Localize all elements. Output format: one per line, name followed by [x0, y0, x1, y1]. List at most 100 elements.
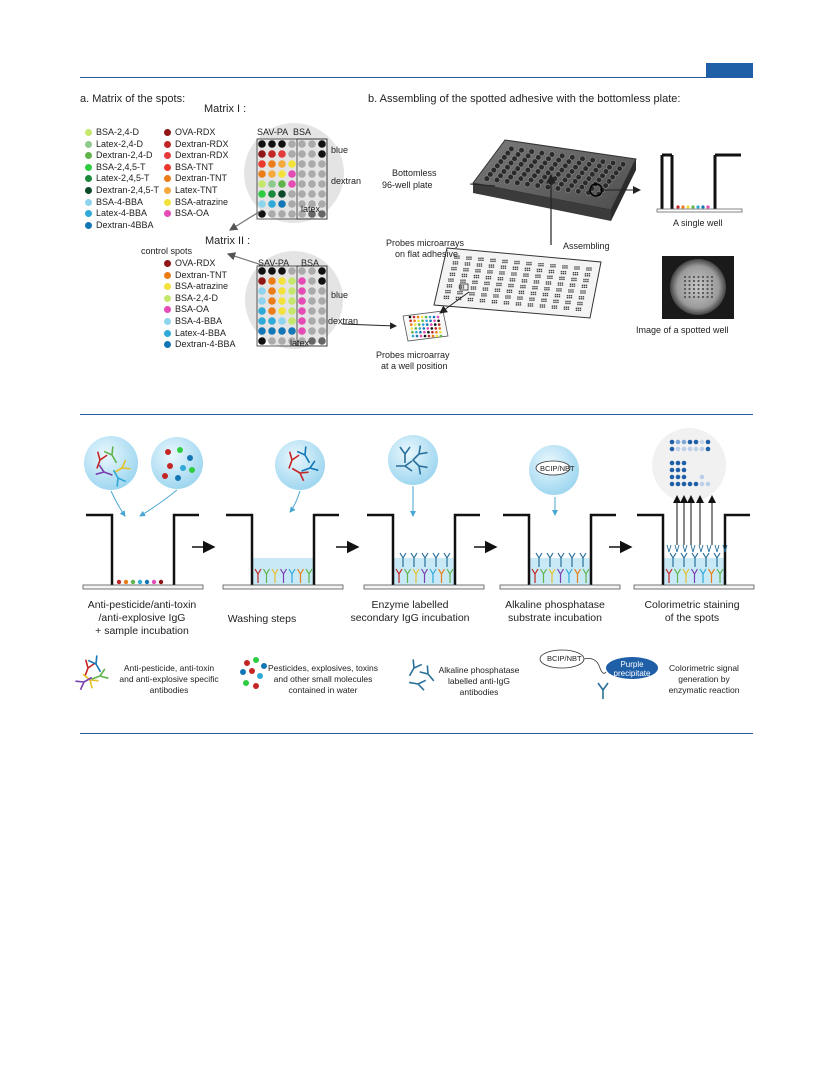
matrix2-disk: [245, 251, 343, 349]
legend-item: Dextran-TNT: [164, 173, 229, 185]
legend-item: OVA-RDX: [164, 127, 229, 139]
panel-b-title: b. Assembling of the spotted adhesive wi…: [368, 93, 681, 105]
legend-ap: Alkaline phosphatase labelled anti-IgG a…: [438, 665, 520, 697]
legend-swatch: [164, 306, 171, 314]
matrix2-col-bsa: BSA: [301, 258, 320, 268]
legend-bcip-label: BCIP/NBT: [547, 654, 582, 663]
legend-label: BSA-atrazine: [175, 196, 229, 207]
legend-label: Latex-4-BBA: [175, 327, 227, 338]
step-2-caption: Washing steps: [227, 613, 297, 625]
legend-label: BSA-2,4,5-T: [96, 161, 146, 172]
legend-label: BSA-2,4-D: [175, 292, 219, 303]
legend-label: Latex-2,4,5-T: [96, 173, 150, 184]
legend-label: BSA-OA: [175, 304, 210, 315]
legend-swatch: [164, 260, 171, 267]
legend-item: Dextran-RDX: [164, 139, 229, 151]
step-1-caption: Anti-pesticide/anti-toxin /anti-explosiv…: [87, 599, 197, 637]
legend-swatch: [164, 175, 171, 183]
legend-label: BSA-atrazine: [175, 281, 229, 292]
legend-swatch: [164, 129, 171, 136]
legend-swatch: [85, 129, 92, 136]
legend-label: BSA-2,4-D: [96, 127, 140, 137]
legend-item: Dextran-2,4,5-T: [85, 185, 159, 197]
control-spots-label: control spots: [141, 246, 193, 256]
legend-item: OVA-RDX: [164, 258, 236, 270]
legend-label: BSA-OA: [175, 208, 210, 219]
legend-label: Dextran-RDX: [175, 138, 229, 149]
legend-swatch: [164, 198, 171, 206]
legend-item: BSA-OA: [164, 304, 236, 316]
step-4-caption: Alkaline phosphatase substrate incubatio…: [505, 599, 605, 624]
legend-swatch: [164, 329, 171, 337]
legend-swatch: [164, 163, 171, 171]
legend-molecules: Pesticides, explosives, toxins and other…: [267, 663, 379, 695]
legend-item: BSA-atrazine: [164, 197, 229, 209]
panel-a-arrows: [226, 209, 397, 330]
legend-item: BSA-2,4-D: [164, 293, 236, 305]
legend-item: Latex-2,4,5-T: [85, 173, 159, 185]
header-tab: [706, 63, 753, 78]
legend-swatch: [85, 163, 92, 171]
legend-signal: Colorimetric signal generation by enzyma…: [668, 663, 740, 695]
legend-item: Dextran-2,4-D: [85, 150, 159, 162]
legend-item: Dextran-TNT: [164, 270, 236, 282]
legend-label: Dextran-TNT: [175, 173, 228, 184]
probes-well-2: at a well position: [381, 361, 448, 371]
assembling-label: Assembling: [563, 241, 610, 251]
legend-swatch: [164, 341, 171, 349]
step-3-caption: Enzyme labelled secondary IgG incubation: [350, 599, 470, 624]
matrix2-row-blue: blue: [331, 290, 349, 300]
legend-label: Dextran-4BBA: [96, 219, 154, 230]
legend-item: BSA-4-BBA: [164, 316, 236, 328]
matrix1-title: Matrix I :: [204, 103, 247, 115]
legend-item: Dextran-4BBA: [85, 220, 159, 232]
legend-swatch: [85, 152, 92, 160]
plate-label-1: Bottomless: [392, 168, 437, 178]
matrix1-col-savpa: SAV-PA: [257, 127, 289, 137]
probes-flat-2: on flat adhesive: [395, 249, 459, 259]
matrix1-col-bsa: BSA: [293, 127, 312, 137]
legend-swatch: [164, 140, 171, 148]
legend-item: BSA-2,4-D: [85, 127, 159, 139]
legend-swatch: [85, 175, 92, 183]
legend-swatch: [164, 210, 171, 218]
legend-item: BSA-4-BBA: [85, 197, 159, 209]
legend-swatch: [85, 198, 92, 206]
legend-label: BSA-4-BBA: [96, 196, 144, 207]
legend-swatch: [164, 317, 171, 325]
matrix1-disk: [244, 123, 344, 223]
legend-label: Dextran-RDX: [175, 150, 229, 161]
legend-label: OVA-RDX: [175, 258, 216, 268]
legend-swatch: [85, 221, 92, 229]
legend-label: Dextran-2,4,5-T: [96, 184, 160, 195]
legend-swatch: [164, 294, 171, 302]
matrix2-row-latex: latex: [290, 338, 310, 348]
legend-label: Dextran-TNT: [175, 269, 228, 280]
legend-label: BSA-4-BBA: [175, 315, 223, 326]
legend-swatch: [85, 210, 92, 218]
bottom-rule: [80, 733, 753, 734]
legend-label: Dextran-2,4-D: [96, 150, 153, 161]
matrix1-row-dextran: dextran: [331, 176, 362, 186]
top-rule: [80, 77, 753, 78]
legend-swatch: [164, 283, 171, 291]
legend-item: Dextran-4-BBA: [164, 339, 236, 351]
legend-swatch: [164, 271, 171, 279]
plate-label-2: 96-well plate: [382, 180, 433, 190]
matrix1-row-latex: latex: [301, 204, 321, 214]
probes-flat-1: Probes microarrays: [386, 238, 465, 248]
matrix1-row-blue: blue: [331, 145, 349, 155]
legend-purple-label: Purple precipitate: [613, 660, 651, 678]
legend-item: Latex-2,4-D: [85, 139, 159, 151]
legend-label: Dextran-4-BBA: [175, 339, 236, 350]
legend-swatch: [164, 186, 171, 194]
process-illustration: [75, 428, 755, 699]
matrix2-row-dextran: dextran: [328, 316, 359, 326]
legend-item: Latex-4-BBA: [164, 328, 236, 340]
legend-antibodies: Anti-pesticide, anti-toxin and anti-expl…: [119, 663, 219, 695]
legend-label: BSA-TNT: [175, 161, 214, 172]
legend-label: Latex-4-BBA: [96, 208, 148, 219]
